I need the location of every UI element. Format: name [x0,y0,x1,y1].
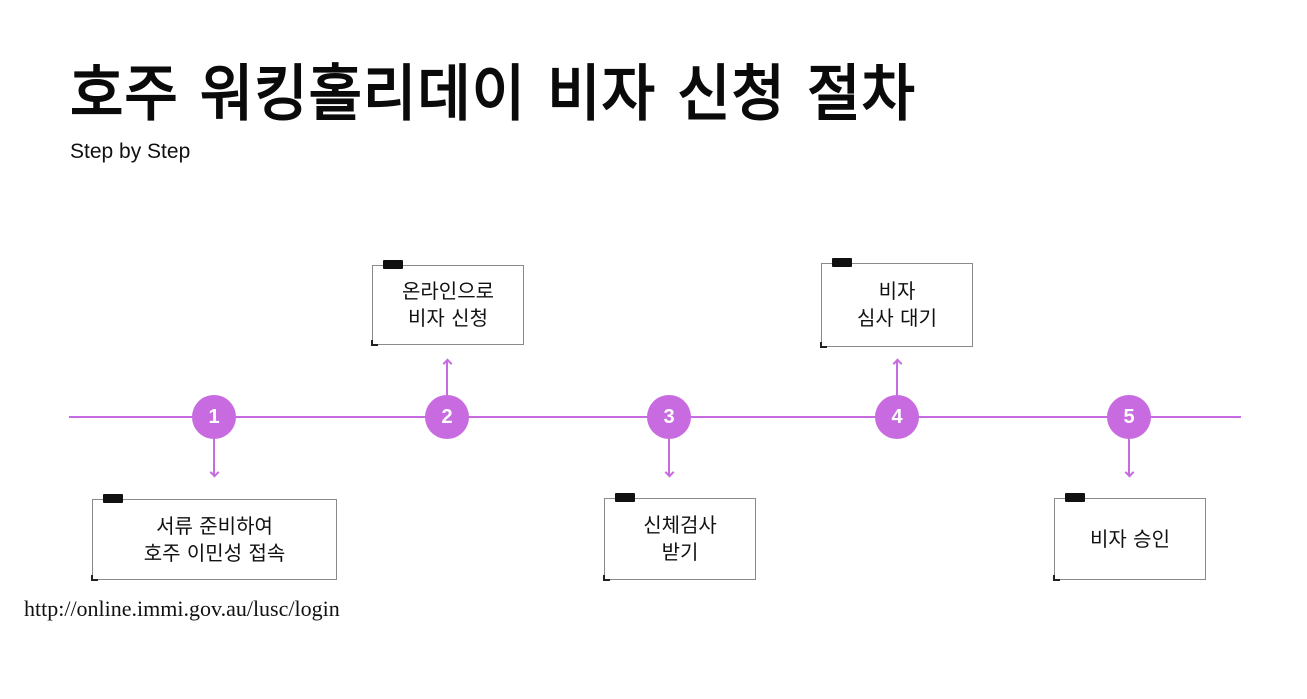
step-5-label: 비자 승인 [1090,526,1170,551]
step-4-card: 비자 심사 대기 [820,258,973,348]
step-5-card: 비자 승인 [1053,493,1206,581]
step-2-card: 온라인으로 비자 신청 [371,260,524,346]
step-1-label: 서류 준비하여 호주 이민성 접속 [143,513,286,565]
arrow-down-icon [664,467,675,478]
step-2-node: 2 [425,395,469,439]
step-3-card: 신체검사 받기 [603,493,756,581]
step-5-connector [1128,439,1130,476]
step-3-connector [668,439,670,476]
step-1-connector [213,439,215,476]
step-4-label: 비자 심사 대기 [857,279,937,330]
step-4-node: 4 [875,395,919,439]
arrow-up-icon [442,358,453,369]
step-3-node: 3 [647,395,691,439]
page-subtitle: Step by Step [70,140,191,163]
immi-login-link[interactable]: http://online.immi.gov.au/lusc/login [24,596,340,621]
step-5-node: 5 [1107,395,1151,439]
arrow-down-icon [1124,467,1135,478]
tape-icon [103,494,123,503]
tape-icon [1065,493,1085,502]
arrow-up-icon [892,358,903,369]
step-1-card: 서류 준비하여 호주 이민성 접속 [91,494,337,581]
arrow-down-icon [209,467,220,478]
page-title: 호주 워킹홀리데이 비자 신청 절차 [70,57,916,130]
step-1-node: 1 [192,395,236,439]
step-4-connector [896,360,898,396]
step-2-connector [446,360,448,396]
tape-icon [832,258,852,267]
tape-icon [615,493,635,502]
step-3-label: 신체검사 받기 [643,513,717,564]
tape-icon [383,260,403,269]
step-2-label: 온라인으로 비자 신청 [402,279,494,330]
